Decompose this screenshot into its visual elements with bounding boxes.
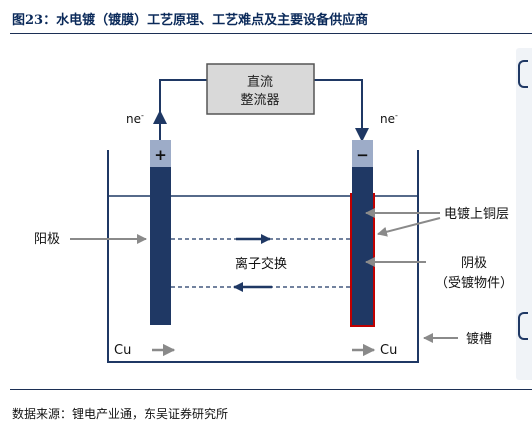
cu-right-label: Cu bbox=[380, 343, 397, 358]
anode-terminal bbox=[150, 140, 171, 167]
ion-exchange-label: 离子交换 bbox=[235, 256, 287, 272]
source-rule bbox=[10, 389, 532, 390]
plus-sign: + bbox=[154, 146, 167, 164]
side-panel-edge bbox=[516, 48, 532, 380]
cathode-label: 阴极 bbox=[461, 256, 487, 271]
cathode-terminal bbox=[352, 140, 373, 167]
wire-left bbox=[159, 79, 207, 140]
cathode-electrode bbox=[352, 167, 373, 325]
side-panel-bracket-bottom bbox=[518, 312, 528, 340]
title-rule bbox=[10, 33, 532, 34]
tank-label: 镀槽 bbox=[466, 331, 492, 347]
electron-arrow-right bbox=[355, 128, 369, 142]
figure-title: 图23：水电镀（镀膜）工艺原理、工艺难点及主要设备供应商 bbox=[12, 13, 369, 28]
rectifier-label-line1: 直流 bbox=[247, 75, 273, 90]
electron-label-right: ne- bbox=[380, 111, 398, 126]
rectifier-label-line2: 整流器 bbox=[240, 93, 279, 108]
electron-arrow-left bbox=[153, 110, 167, 124]
plating-tank bbox=[107, 150, 419, 363]
rectifier-box bbox=[206, 63, 315, 115]
wire-right bbox=[314, 79, 363, 130]
anode-electrode bbox=[150, 167, 171, 325]
anode-label: 阳极 bbox=[34, 232, 60, 247]
cathode-sub-label: （受镀物件） bbox=[435, 275, 513, 291]
cu-left-label: Cu bbox=[114, 343, 131, 358]
side-panel-bracket-top bbox=[518, 60, 528, 88]
copper-layer-label: 电镀上铜层 bbox=[444, 206, 509, 222]
minus-sign: − bbox=[356, 146, 369, 164]
copper-layer-pointer-diag bbox=[377, 217, 441, 237]
electron-label-left: ne- bbox=[126, 111, 144, 126]
source-note: 数据来源：锂电产业通，东吴证券研究所 bbox=[12, 407, 229, 421]
